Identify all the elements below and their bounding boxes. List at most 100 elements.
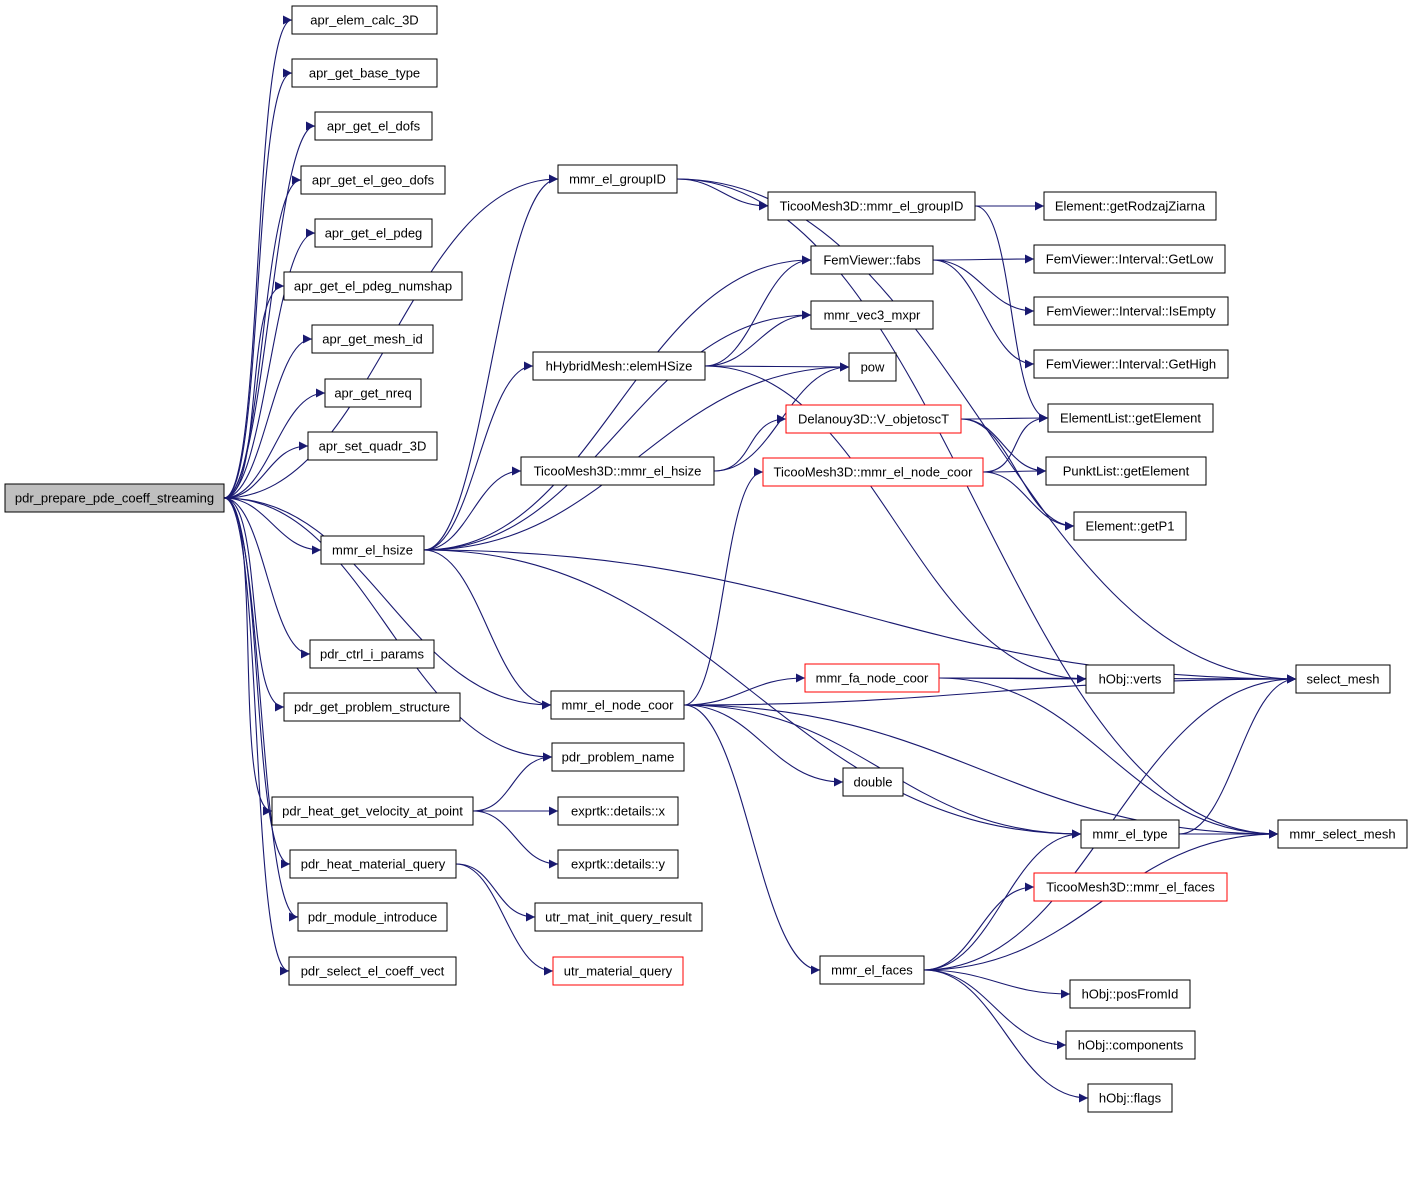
node-n39[interactable]: pdr_heat_material_query	[289, 849, 457, 879]
node-box[interactable]	[288, 956, 457, 986]
node-n36[interactable]: exprtk::details::x	[557, 796, 679, 826]
node-n28[interactable]: mmr_fa_node_coor	[804, 663, 940, 693]
node-box[interactable]	[1277, 819, 1408, 849]
node-n11[interactable]: TicooMesh3D::mmr_el_groupID	[767, 191, 976, 221]
node-n23[interactable]: TicooMesh3D::mmr_el_node_coor	[762, 457, 984, 487]
node-box[interactable]	[532, 351, 706, 381]
node-n30[interactable]: select_mesh	[1295, 664, 1391, 694]
node-n40[interactable]: exprtk::details::y	[557, 849, 679, 879]
node-n29[interactable]: hObj::verts	[1085, 664, 1175, 694]
node-box[interactable]	[283, 271, 463, 301]
node-n38[interactable]: mmr_select_mesh	[1277, 819, 1408, 849]
node-box[interactable]	[785, 404, 962, 434]
node-box[interactable]	[534, 902, 703, 932]
node-n27[interactable]: pdr_ctrl_i_params	[309, 639, 435, 669]
node-n8[interactable]: apr_get_nreq	[324, 378, 422, 408]
node-box[interactable]	[271, 796, 474, 826]
node-box[interactable]	[1080, 819, 1180, 849]
node-n15[interactable]: mmr_vec3_mxpr	[810, 300, 934, 330]
node-n20[interactable]: Delanouy3D::V_objetoscT	[785, 404, 962, 434]
node-box[interactable]	[804, 663, 940, 693]
node-box[interactable]	[291, 5, 438, 35]
node-box[interactable]	[557, 164, 678, 194]
node-n48[interactable]: hObj::components	[1065, 1030, 1196, 1060]
node-box[interactable]	[300, 165, 446, 195]
node-n10[interactable]: mmr_el_groupID	[557, 164, 678, 194]
node-n34[interactable]: double	[842, 767, 904, 797]
node-n6[interactable]: apr_get_el_pdeg_numshap	[283, 271, 463, 301]
node-n42[interactable]: pdr_module_introduce	[297, 902, 448, 932]
node-box[interactable]	[291, 58, 438, 88]
node-box[interactable]	[550, 690, 685, 720]
node-box[interactable]	[1085, 664, 1175, 694]
node-box[interactable]	[320, 535, 425, 565]
node-box[interactable]	[314, 218, 433, 248]
node-box[interactable]	[309, 639, 435, 669]
node-n33[interactable]: pdr_problem_name	[551, 742, 685, 772]
node-n41[interactable]: TicooMesh3D::mmr_el_faces	[1033, 872, 1228, 902]
node-n25[interactable]: Element::getP1	[1073, 511, 1187, 541]
node-box[interactable]	[520, 456, 715, 486]
node-n17[interactable]: hHybridMesh::elemHSize	[532, 351, 706, 381]
node-box[interactable]	[557, 849, 679, 879]
node-box[interactable]	[1033, 872, 1228, 902]
node-box[interactable]	[1033, 296, 1229, 326]
node-box[interactable]	[297, 902, 448, 932]
node-n18[interactable]: pow	[848, 352, 897, 382]
node-n1[interactable]: apr_elem_calc_3D	[291, 5, 438, 35]
node-n45[interactable]: pdr_select_el_coeff_vect	[288, 956, 457, 986]
node-box[interactable]	[762, 457, 984, 487]
node-box[interactable]	[552, 956, 684, 986]
node-box[interactable]	[314, 111, 433, 141]
node-n13[interactable]: FemViewer::fabs	[810, 245, 934, 275]
node-n21[interactable]: ElementList::getElement	[1047, 403, 1214, 433]
node-n22[interactable]: TicooMesh3D::mmr_el_hsize	[520, 456, 715, 486]
node-n24[interactable]: PunktList::getElement	[1045, 456, 1207, 486]
node-box[interactable]	[1295, 664, 1391, 694]
node-n14[interactable]: FemViewer::Interval::GetLow	[1033, 244, 1226, 274]
node-box[interactable]	[4, 483, 225, 513]
node-n47[interactable]: hObj::posFromId	[1069, 979, 1191, 1009]
node-box[interactable]	[557, 796, 679, 826]
node-n32[interactable]: mmr_el_node_coor	[550, 690, 685, 720]
node-box[interactable]	[810, 300, 934, 330]
node-box[interactable]	[307, 431, 438, 461]
node-n35[interactable]: pdr_heat_get_velocity_at_point	[271, 796, 474, 826]
node-box[interactable]	[848, 352, 897, 382]
node-n49[interactable]: hObj::flags	[1087, 1083, 1173, 1113]
node-box[interactable]	[289, 849, 457, 879]
node-box[interactable]	[1065, 1030, 1196, 1060]
node-n9[interactable]: apr_set_quadr_3D	[307, 431, 438, 461]
node-box[interactable]	[1043, 191, 1217, 221]
node-n12[interactable]: Element::getRodzajZiarna	[1043, 191, 1217, 221]
node-box[interactable]	[551, 742, 685, 772]
node-n26[interactable]: mmr_el_hsize	[320, 535, 425, 565]
node-n43[interactable]: utr_mat_init_query_result	[534, 902, 703, 932]
node-n37[interactable]: mmr_el_type	[1080, 819, 1180, 849]
node-box[interactable]	[1047, 403, 1214, 433]
node-n46[interactable]: utr_material_query	[552, 956, 684, 986]
node-box[interactable]	[1033, 244, 1226, 274]
node-n31[interactable]: pdr_get_problem_structure	[283, 692, 461, 722]
node-box[interactable]	[1045, 456, 1207, 486]
node-box[interactable]	[1069, 979, 1191, 1009]
node-box[interactable]	[1073, 511, 1187, 541]
node-box[interactable]	[1087, 1083, 1173, 1113]
node-box[interactable]	[324, 378, 422, 408]
node-n44[interactable]: mmr_el_faces	[819, 955, 925, 985]
node-box[interactable]	[311, 324, 434, 354]
node-n16[interactable]: FemViewer::Interval::IsEmpty	[1033, 296, 1229, 326]
node-n2[interactable]: apr_get_base_type	[291, 58, 438, 88]
node-n7[interactable]: apr_get_mesh_id	[311, 324, 434, 354]
node-box[interactable]	[1033, 349, 1229, 379]
node-box[interactable]	[283, 692, 461, 722]
node-root[interactable]: pdr_prepare_pde_coeff_streaming	[4, 483, 225, 513]
node-box[interactable]	[842, 767, 904, 797]
node-box[interactable]	[819, 955, 925, 985]
node-box[interactable]	[810, 245, 934, 275]
node-n5[interactable]: apr_get_el_pdeg	[314, 218, 433, 248]
node-n3[interactable]: apr_get_el_dofs	[314, 111, 433, 141]
node-n4[interactable]: apr_get_el_geo_dofs	[300, 165, 446, 195]
node-box[interactable]	[767, 191, 976, 221]
node-n19[interactable]: FemViewer::Interval::GetHigh	[1033, 349, 1229, 379]
